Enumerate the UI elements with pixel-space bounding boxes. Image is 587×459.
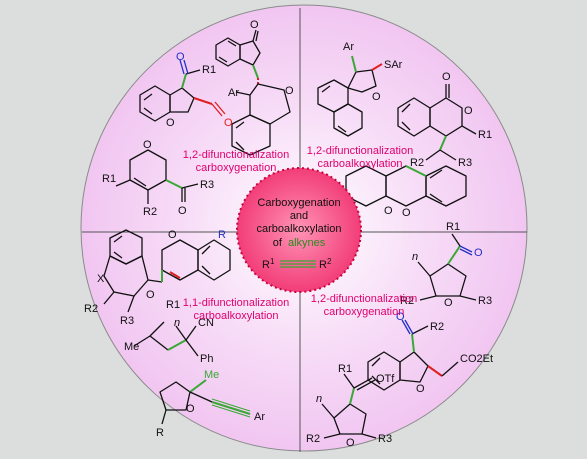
center-line4-highlight: alkynes [288, 237, 326, 249]
caption-top-left: 1,2-difunctionalization carboxygenation [183, 149, 289, 174]
label-o-oxepine: O [146, 289, 155, 301]
label-r3-pyran: R3 [200, 179, 214, 191]
label-o-ketone: O [176, 51, 185, 63]
label-o-otf-ring: O [346, 437, 355, 449]
caption-bottom-right-line1: 1,2-difunctionalization [311, 293, 417, 305]
label-n-thf: n [412, 251, 418, 263]
label-otf: OTf [376, 373, 395, 385]
center-r1-sup: 1 [270, 257, 275, 266]
center-r2: R2 [319, 257, 332, 271]
label-o-benzofuran: O [416, 383, 425, 395]
label-r2-otf-ring: R2 [306, 433, 320, 445]
quadrant-top-left [115, 29, 291, 204]
triple-bond [280, 260, 316, 268]
center-r1-letter: R [262, 259, 270, 271]
caption-bottom-right-line2: carboxygenation [324, 306, 405, 318]
label-r2-oxepine: R2 [84, 303, 98, 315]
label-o-spiroketal-1: O [384, 205, 393, 217]
quadrant-top-left-labels: O O R1 O O Ar O O R1 R2 R3 O [102, 19, 294, 218]
label-r3-oxepine: R3 [120, 315, 134, 327]
label-ph: Ph [200, 353, 213, 365]
label-o-aldehyde: O [224, 117, 233, 129]
label-r1-isocoumarin: R1 [478, 129, 492, 141]
label-ar-chromane: Ar [228, 87, 239, 99]
label-r3-thf: R3 [478, 295, 492, 307]
label-o-naphthofuran: O [372, 91, 381, 103]
label-o-chromane: O [285, 85, 294, 97]
label-o-thf-ketone: O [474, 247, 483, 259]
label-r1-pyran: R1 [102, 173, 116, 185]
center-r2-letter: R [319, 259, 327, 271]
label-o-chromene: O [168, 229, 177, 241]
label-r1-otf: R1 [338, 363, 352, 375]
label-o-spiroketal-2: O [402, 207, 411, 219]
quadrant-bottom-left-labels: R O X O R2 R3 R1 n CN Me Ph Me O Ar R [84, 229, 265, 439]
caption-top-right-line1: 1,2-difunctionalization [307, 145, 413, 157]
label-r1-thf-ketone: R1 [446, 221, 460, 233]
label-sar: SAr [384, 59, 403, 71]
label-r2-benzofuran: R2 [430, 321, 444, 333]
label-r2-thf: R2 [400, 295, 414, 307]
label-r3-isocoumarin: R3 [458, 157, 472, 169]
center-r1: R1 [262, 257, 275, 271]
label-r-thf: R [156, 427, 164, 439]
label-r1-ketone: R1 [202, 64, 216, 76]
label-o-isocoumarin: O [464, 105, 473, 117]
center-text: Carboxygenation and carboalkoxylation of… [257, 197, 342, 249]
label-co2et: CO2Et [460, 353, 493, 365]
caption-bottom-left-line1: 1,1-difunctionalization [183, 297, 289, 309]
label-o-pyran: O [143, 139, 152, 151]
quadrant-bottom-right [321, 233, 477, 439]
label-o-benzofuran-ketone: O [396, 311, 405, 323]
center-r2-sup: 2 [327, 257, 332, 266]
center-circle [236, 167, 362, 293]
label-ar-furan: Ar [343, 41, 354, 53]
label-o-pyran-ketone: O [178, 205, 187, 217]
quadrant-bottom-right-labels: R1 O n R2 O R3 O R2 O CO2Et R1 OTf n O R… [306, 221, 493, 449]
label-r2-isocoumarin: R2 [410, 157, 424, 169]
caption-top-right: 1,2-difunctionalization carboalkoxylatio… [307, 145, 413, 170]
caption-top-left-line2: carboxygenation [196, 162, 277, 174]
label-o-phthalide: O [250, 19, 259, 31]
center-line1: Carboxygenation [257, 197, 340, 209]
center-line2: and [290, 210, 308, 222]
label-x: X [97, 273, 105, 285]
label-o-furan: O [166, 117, 175, 129]
label-r1-oxepine: R1 [166, 299, 180, 311]
label-r3-otf-ring: R3 [378, 433, 392, 445]
caption-bottom-right: 1,2-difunctionalization carboxygenation [311, 293, 417, 318]
caption-top-right-line2: carboalkoxylation [318, 158, 403, 170]
caption-bottom-left: 1,1-difunctionalization carboalkoxylatio… [183, 297, 289, 322]
caption-top-left-line1: 1,2-difunctionalization [183, 149, 289, 161]
center-line4-prefix: of [273, 237, 283, 249]
label-o-thf: O [186, 403, 195, 415]
label-r-chromene: R [218, 229, 226, 241]
label-n-otf: n [316, 393, 322, 405]
quadrant-bottom-left [103, 229, 251, 425]
center-line3: carboalkoxylation [257, 223, 342, 235]
label-cn: CN [198, 317, 214, 329]
center-line4: of alkynes [273, 237, 326, 249]
label-me-thf: Me [204, 369, 219, 381]
label-o-isocoumarin-carbonyl: O [442, 71, 451, 83]
center-alkyne: R1 R2 [262, 257, 332, 271]
label-r2-pyran: R2 [143, 206, 157, 218]
label-ar-alkyne: Ar [254, 411, 265, 423]
label-o-thf-ring: O [444, 297, 453, 309]
label-n-nitrile: n [174, 317, 180, 329]
quadrant-top-right [317, 55, 477, 207]
label-me-nitrile: Me [124, 341, 139, 353]
caption-bottom-left-line2: carboalkoxylation [194, 310, 279, 322]
